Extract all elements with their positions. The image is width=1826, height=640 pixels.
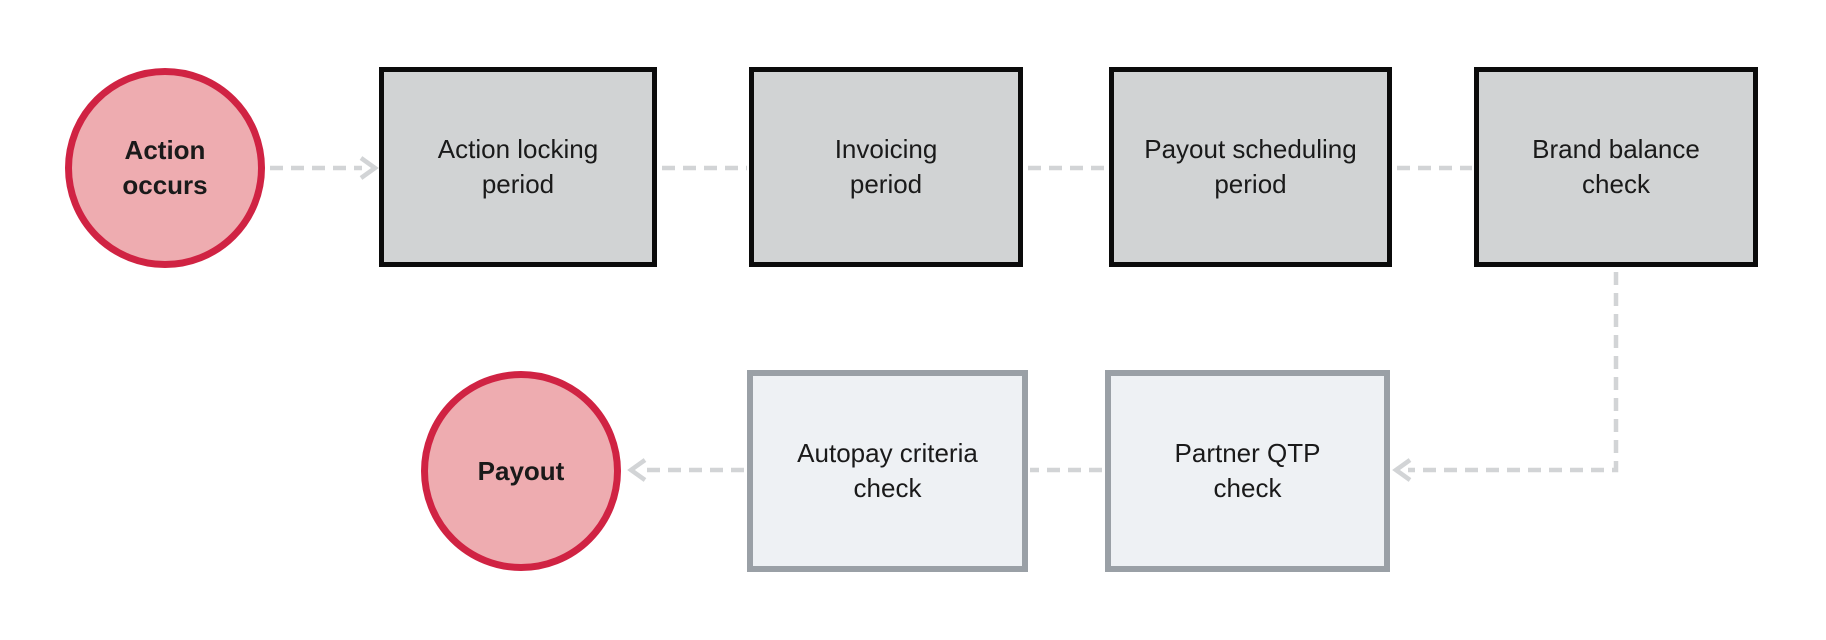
node-partner-qtp-check: Partner QTP check [1105, 370, 1390, 572]
node-invoicing-period: Invoicing period [749, 67, 1023, 267]
arrowhead-left-icon [627, 458, 647, 482]
arrowhead-left-icon [1392, 458, 1412, 482]
node-autopay-criteria-check: Autopay criteria check [747, 370, 1028, 572]
arrowhead-right-icon [359, 156, 379, 180]
node-action-locking-period: Action locking period [379, 67, 657, 267]
node-payout: Payout [421, 371, 621, 571]
connector-brand-to-partner [1408, 272, 1619, 473]
node-payout-scheduling-period: Payout scheduling period [1109, 67, 1392, 267]
node-action-occurs: Action occurs [65, 68, 265, 268]
node-brand-balance-check: Brand balance check [1474, 67, 1758, 267]
